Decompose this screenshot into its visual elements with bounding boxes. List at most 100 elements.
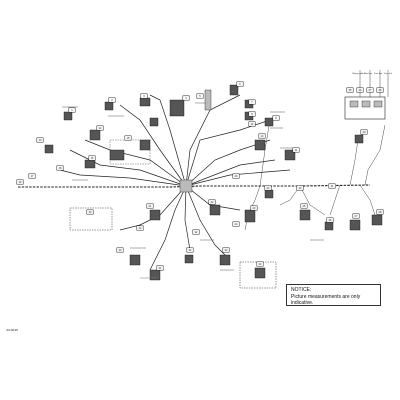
callout-tag: 35 bbox=[346, 87, 354, 93]
svg-text:9: 9 bbox=[275, 116, 277, 120]
svg-text:13: 13 bbox=[39, 138, 42, 142]
svg-text:4: 4 bbox=[185, 96, 187, 100]
svg-text:10: 10 bbox=[261, 134, 264, 138]
callout-tag: 32 bbox=[186, 247, 194, 253]
svg-text:39: 39 bbox=[89, 210, 92, 214]
svg-text:18: 18 bbox=[59, 166, 62, 170]
svg-text:30: 30 bbox=[119, 248, 122, 252]
callout-tag: 4 bbox=[182, 95, 190, 101]
svg-text:26: 26 bbox=[329, 218, 332, 222]
callout-tag: 14 bbox=[96, 125, 104, 131]
svg-text:20: 20 bbox=[235, 174, 238, 178]
svg-text:19: 19 bbox=[19, 180, 22, 184]
callout-tag: 30 bbox=[116, 247, 124, 253]
svg-text:2: 2 bbox=[111, 98, 113, 102]
callout-tag: 28 bbox=[376, 209, 384, 215]
callout-tag: 15 bbox=[124, 135, 132, 141]
callout-tag: 43 bbox=[136, 225, 144, 231]
callout-tag: 17 bbox=[28, 173, 36, 179]
svg-text:37: 37 bbox=[369, 88, 372, 92]
callout-tag: 7 bbox=[248, 99, 256, 105]
callout-tag: 31 bbox=[156, 265, 164, 271]
callout-tag: 18 bbox=[56, 165, 64, 171]
svg-text:14: 14 bbox=[99, 126, 102, 130]
callout-tag: 37 bbox=[366, 87, 374, 93]
svg-text:12: 12 bbox=[251, 122, 254, 126]
fuse-box-area bbox=[344, 70, 389, 120]
svg-text:31: 31 bbox=[159, 266, 162, 270]
svg-text:5: 5 bbox=[199, 94, 201, 98]
callout-tag: 19 bbox=[16, 179, 24, 185]
callout-tag: 11 bbox=[292, 147, 300, 153]
svg-text:8: 8 bbox=[251, 112, 253, 116]
notice-body: Picture measurements are only indicative… bbox=[291, 293, 361, 307]
svg-text:43: 43 bbox=[139, 226, 142, 230]
svg-text:3: 3 bbox=[143, 94, 145, 98]
callout-tag: 34 bbox=[256, 261, 264, 267]
svg-text:38: 38 bbox=[379, 88, 382, 92]
callout-tag: 24 bbox=[264, 185, 272, 191]
callout-tag: 38 bbox=[376, 87, 384, 93]
svg-text:27: 27 bbox=[355, 214, 358, 218]
callout-tags: 1234567891011121314151617181920212223242… bbox=[16, 72, 392, 271]
svg-text:44: 44 bbox=[235, 222, 238, 226]
svg-text:25: 25 bbox=[303, 204, 306, 208]
svg-text:40: 40 bbox=[299, 186, 302, 190]
svg-text:28: 28 bbox=[379, 210, 382, 214]
svg-text:21: 21 bbox=[149, 204, 152, 208]
fuse-header-label: Main fuse bbox=[364, 73, 372, 75]
callout-tag: 41 bbox=[328, 183, 336, 189]
main-trunk bbox=[18, 184, 371, 188]
svg-text:29: 29 bbox=[363, 130, 366, 134]
callout-tag: 29 bbox=[360, 129, 368, 135]
callout-tag: 42 bbox=[192, 229, 200, 235]
branch-wires bbox=[59, 94, 386, 271]
notice-box: NOTICE: Picture measurements are only in… bbox=[286, 284, 381, 306]
callout-tag: 39 bbox=[86, 209, 94, 215]
callout-tag: 23 bbox=[250, 205, 258, 211]
connectors bbox=[44, 84, 383, 281]
svg-text:35: 35 bbox=[349, 88, 352, 92]
svg-text:6: 6 bbox=[239, 82, 241, 86]
callout-tag: 20 bbox=[232, 173, 240, 179]
callout-tag: 13 bbox=[36, 137, 44, 143]
svg-text:17: 17 bbox=[31, 174, 34, 178]
svg-text:15: 15 bbox=[127, 136, 130, 140]
svg-text:33: 33 bbox=[225, 248, 228, 252]
callout-tag: 9 bbox=[272, 115, 280, 121]
fuse-header-label: Fuse box bbox=[374, 73, 382, 75]
callout-tag: 3 bbox=[140, 93, 148, 99]
svg-text:22: 22 bbox=[211, 200, 214, 204]
fuse-header-label: Battery cable bbox=[352, 72, 363, 75]
notice-title: NOTICE: bbox=[291, 287, 312, 293]
callout-tag: 8 bbox=[248, 111, 256, 117]
callout-tag: 27 bbox=[352, 213, 360, 219]
callout-tag: 22 bbox=[208, 199, 216, 205]
callout-tag: 16 bbox=[88, 155, 96, 161]
callout-tag: 36 bbox=[356, 87, 364, 93]
callout-tag: 33 bbox=[222, 247, 230, 253]
svg-text:16: 16 bbox=[91, 156, 94, 160]
svg-text:42: 42 bbox=[195, 230, 198, 234]
callout-tag: 6 bbox=[236, 81, 244, 87]
svg-text:11: 11 bbox=[295, 148, 298, 152]
central-junction bbox=[179, 179, 193, 193]
callout-tag: 25 bbox=[300, 203, 308, 209]
document-id: 4OJ1135 bbox=[6, 328, 18, 332]
svg-text:1: 1 bbox=[71, 108, 73, 112]
callout-tag: 2 bbox=[108, 97, 116, 103]
callout-tag: 5 bbox=[196, 93, 204, 99]
callout-tag: 1 bbox=[68, 107, 76, 113]
svg-text:24: 24 bbox=[267, 186, 270, 190]
fuse-header-label: Fuse link bbox=[384, 73, 392, 75]
callout-tag: 44 bbox=[232, 221, 240, 227]
callout-tag: 26 bbox=[326, 217, 334, 223]
svg-text:34: 34 bbox=[259, 262, 262, 266]
callout-tag: 12 bbox=[248, 121, 256, 127]
svg-text:41: 41 bbox=[331, 184, 334, 188]
callout-tag: 40 bbox=[296, 185, 304, 191]
svg-text:32: 32 bbox=[189, 248, 192, 252]
svg-text:7: 7 bbox=[251, 100, 253, 104]
